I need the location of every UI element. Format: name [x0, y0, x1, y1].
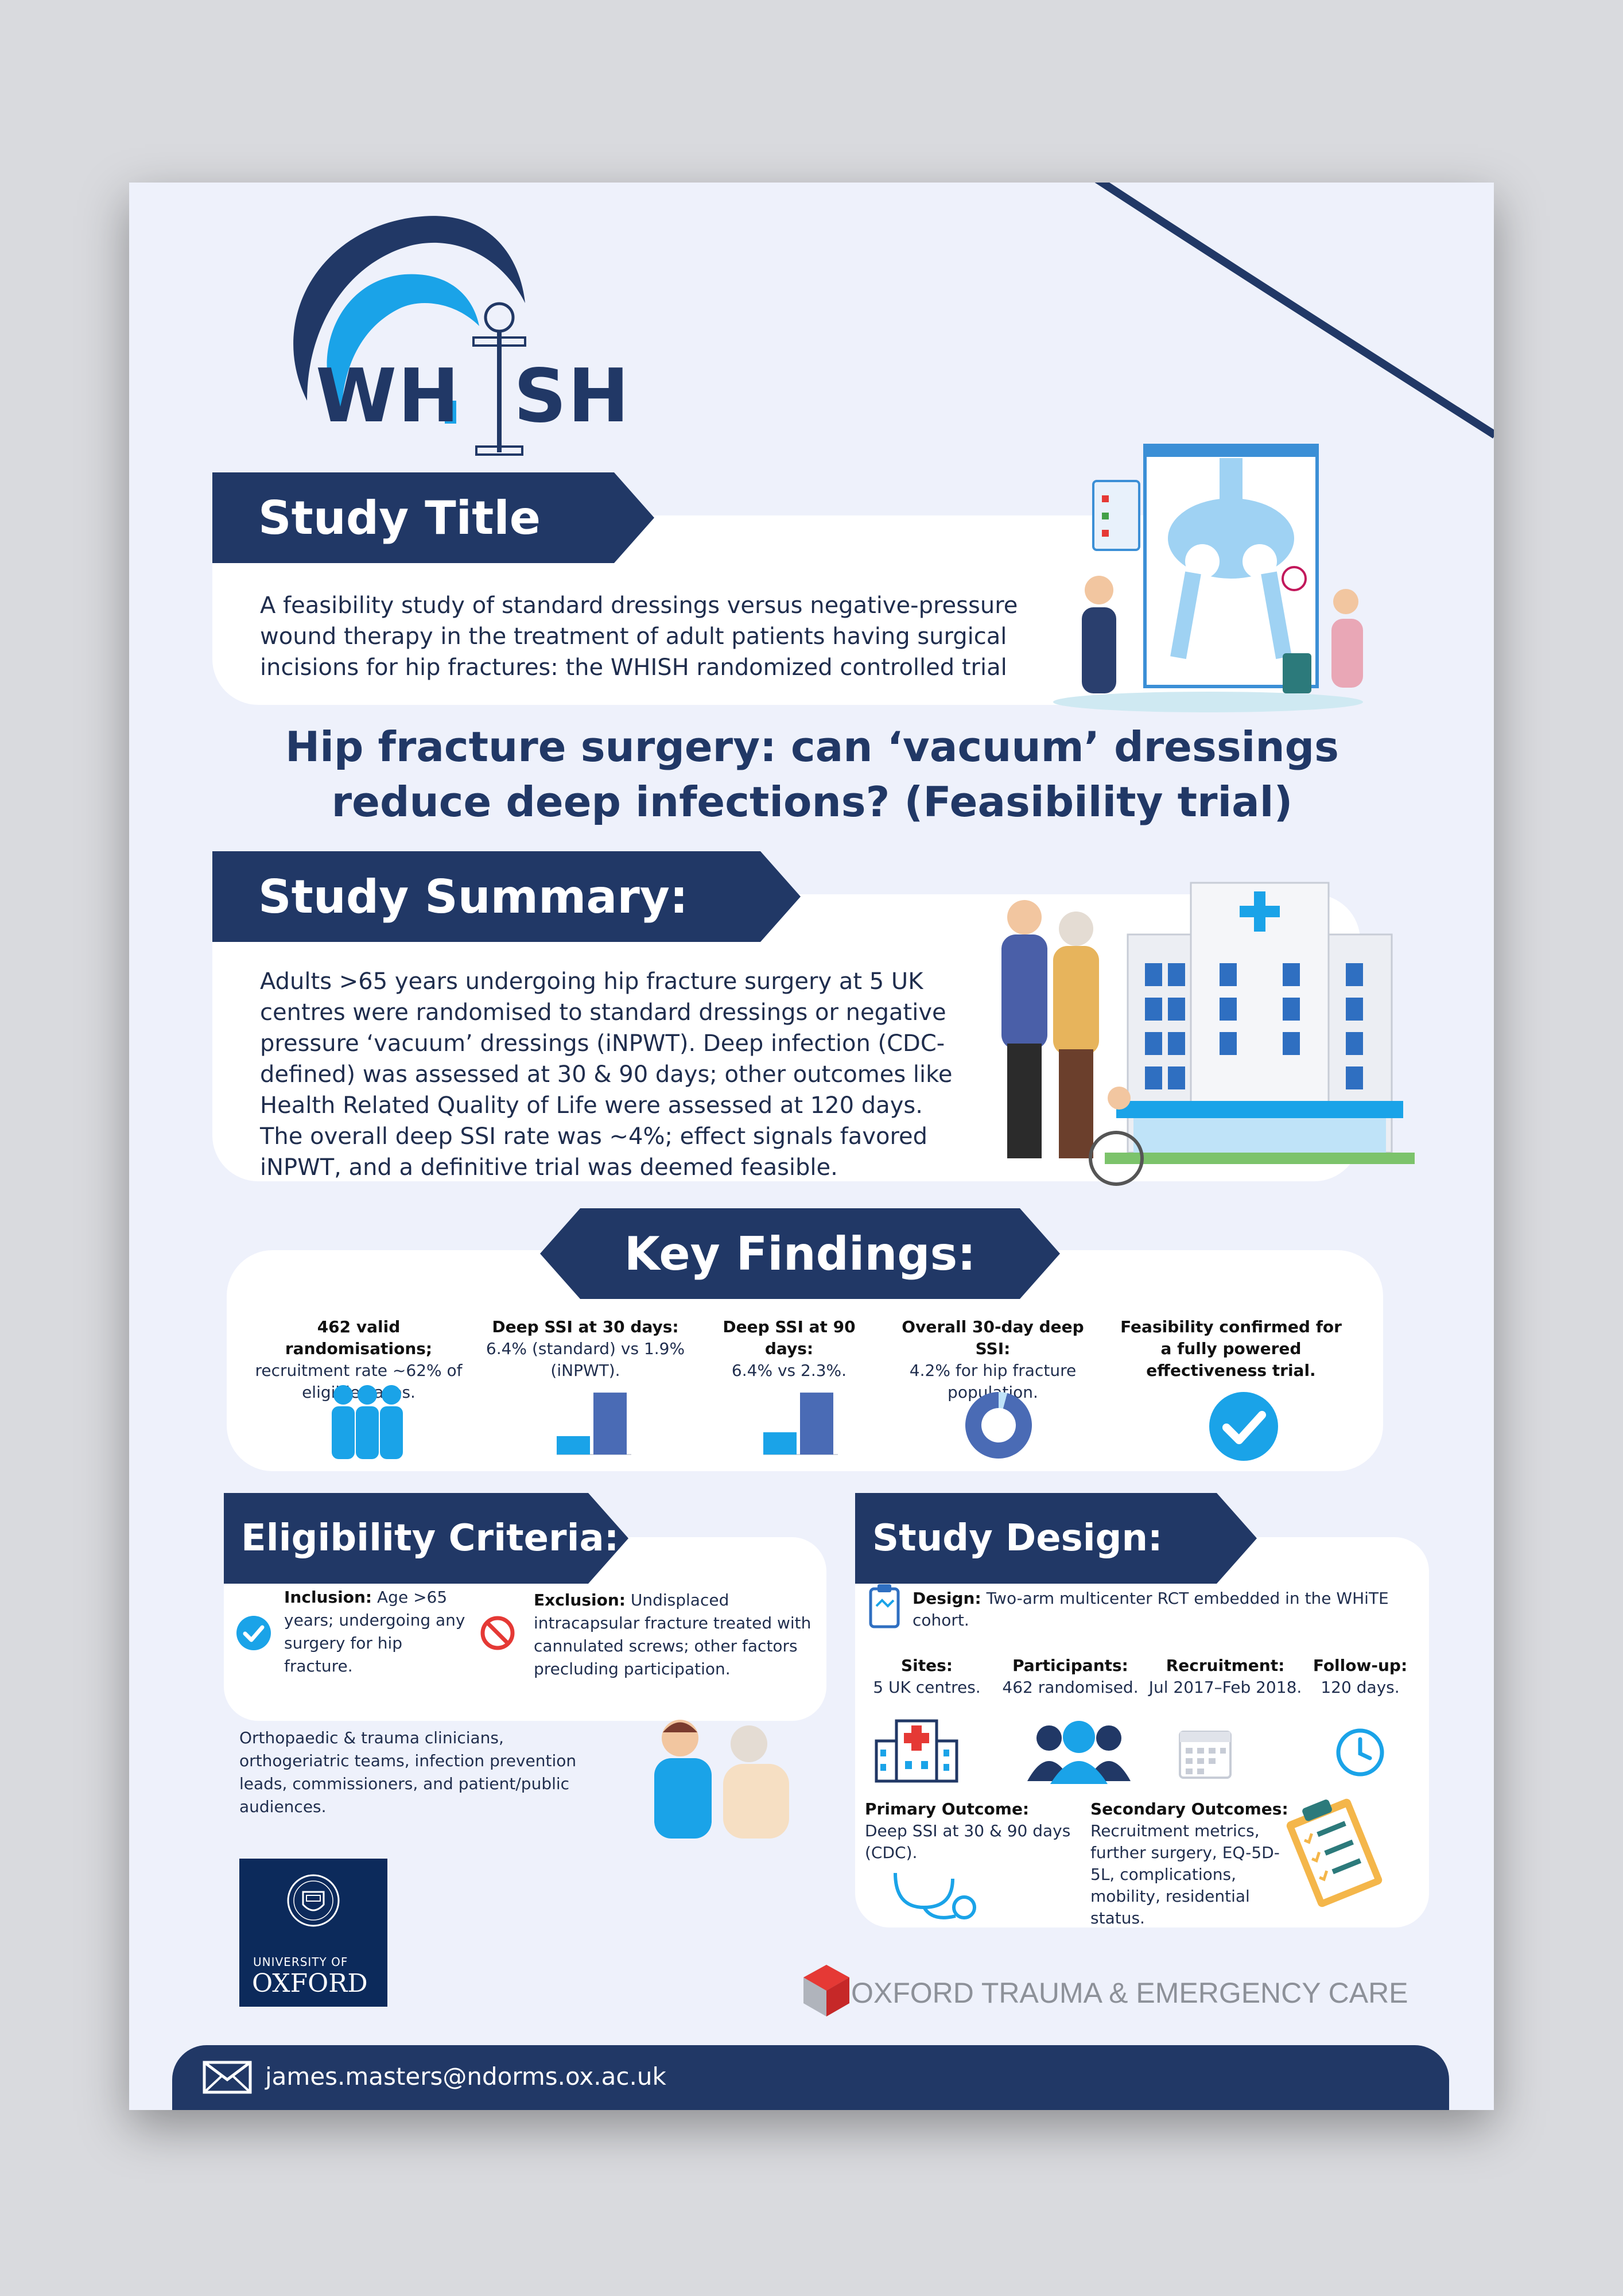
overall-ssi-donut-chart: [965, 1392, 1032, 1459]
study-title-heading: Study Title: [212, 472, 654, 563]
primary-outcome-text: Deep SSI at 30 & 90 days (CDC).: [865, 1821, 1071, 1862]
oxford-line1: UNIVERSITY OF: [253, 1955, 348, 1969]
bar: [593, 1393, 627, 1455]
oxford-line2: OXFORD: [252, 1969, 368, 1998]
inclusion-detail: Age >65 years; undergoing any surgery fo…: [284, 1588, 465, 1676]
stat-sites: Sites: 5 UK centres.: [858, 1655, 996, 1698]
stat-participants: Participants: 462 randomised.: [990, 1655, 1151, 1698]
finding-title: Feasibility confirmed for a fully powere…: [1120, 1317, 1342, 1380]
finding-randomisations: 462 valid randomisations; recruitment ra…: [250, 1316, 468, 1403]
checkmark-icon: [1209, 1392, 1278, 1461]
exclusion-text: Exclusion: Undisplaced intracapsular fra…: [534, 1589, 821, 1681]
xray-illustration: [1053, 444, 1363, 712]
secondary-outcomes-text: Recruitment metrics, further surgery, EQ…: [1090, 1821, 1280, 1927]
ssi-30-bar-chart: [557, 1393, 631, 1455]
logo-text-left: WH: [316, 354, 461, 439]
eligibility-heading: Eligibility Criteria:: [224, 1493, 628, 1584]
stat-value: Jul 2017–Feb 2018.: [1148, 1678, 1302, 1697]
stat-value: 120 days.: [1321, 1678, 1400, 1697]
finding-overall-ssi: Overall 30-day deep SSI: 4.2% for hip fr…: [887, 1316, 1099, 1403]
finding-title: Deep SSI at 30 days:: [492, 1317, 679, 1336]
inclusion-check-icon: [236, 1616, 271, 1650]
hospital-building-icon: [875, 1719, 958, 1783]
stat-label: Recruitment:: [1166, 1656, 1285, 1675]
key-findings-heading: Key Findings:: [540, 1208, 1060, 1299]
pie-slice: [999, 1392, 1008, 1409]
primary-outcome: Primary Outcome: Deep SSI at 30 & 90 day…: [865, 1798, 1071, 1864]
stat-label: Sites:: [900, 1656, 953, 1675]
logo-text-right: SH: [514, 354, 631, 439]
pie-slice: [965, 1392, 1032, 1459]
hospital-illustration: [1001, 882, 1415, 1186]
study-summary-heading: Study Summary:: [212, 851, 801, 942]
calendar-icon: [1179, 1731, 1232, 1779]
study-design-heading: Study Design:: [855, 1493, 1257, 1584]
stat-follow-up: Follow-up: 120 days.: [1300, 1655, 1420, 1698]
finding-title: Overall 30-day deep SSI:: [902, 1317, 1084, 1358]
design-text: Design: Two-arm multicenter RCT embedded…: [913, 1588, 1406, 1631]
participants-group-icon: [1027, 1721, 1131, 1784]
secondary-outcomes: Secondary Outcomes: Recruitment metrics,…: [1090, 1798, 1291, 1929]
audience-text: Orthopaedic & trauma clinicians, orthoge…: [239, 1728, 577, 1816]
nurse-patient-illustration: [654, 1720, 789, 1839]
stat-label: Participants:: [1012, 1656, 1128, 1675]
finding-ssi-30: Deep SSI at 30 days: 6.4% (standard) vs …: [485, 1316, 686, 1382]
envelope-icon: [203, 2061, 252, 2094]
finding-feasibility: Feasibility confirmed for a fully powere…: [1116, 1316, 1346, 1382]
headline: Hip fracture surgery: can ‘vacuum’ dress…: [285, 723, 1339, 826]
stat-value: 5 UK centres.: [873, 1678, 981, 1697]
stethoscope-icon: [894, 1872, 976, 1919]
bar: [800, 1393, 833, 1455]
design-document-icon: [869, 1584, 900, 1628]
otec-text: OXFORD TRAUMA & EMERGENCY CARE: [851, 1977, 1408, 2009]
exclusion-label: Exclusion:: [534, 1591, 626, 1609]
clock-icon: [1336, 1728, 1384, 1777]
study-title-text: A feasibility study of standard dressing…: [260, 592, 1018, 681]
ssi-90-bar-chart: [763, 1393, 838, 1455]
otec-cube-icon: [803, 1965, 849, 2016]
whish-logo: WH SH: [273, 194, 646, 470]
oxford-crest-icon: [287, 1874, 340, 1927]
decorative-line: [1094, 183, 1494, 439]
finding-title: Deep SSI at 90 days:: [723, 1317, 856, 1358]
primary-outcome-label: Primary Outcome:: [865, 1799, 1030, 1818]
design-detail: Two-arm multicenter RCT embedded in the …: [913, 1589, 1389, 1630]
inclusion-text: Inclusion: Age >65 years; undergoing any…: [284, 1586, 473, 1678]
finding-body: 6.4% vs 2.3%.: [731, 1361, 847, 1380]
study-summary-text: Adults >65 years undergoing hip fracture…: [260, 968, 953, 1181]
stat-recruitment: Recruitment: Jul 2017–Feb 2018.: [1142, 1655, 1309, 1698]
finding-ssi-90: Deep SSI at 90 days: 6.4% vs 2.3%.: [697, 1316, 881, 1382]
people-group-icon: [332, 1385, 403, 1459]
secondary-outcomes-label: Secondary Outcomes:: [1090, 1799, 1288, 1818]
footer-bar: [172, 2045, 1449, 2110]
bar: [557, 1436, 590, 1455]
exclusion-detail: Undisplaced intracapsular fracture treat…: [534, 1591, 812, 1678]
stat-label: Follow-up:: [1313, 1656, 1408, 1675]
bar: [763, 1432, 797, 1455]
inclusion-label: Inclusion:: [284, 1588, 372, 1607]
clipboard-checklist-icon: [1286, 1798, 1383, 1907]
design-label: Design:: [913, 1589, 981, 1608]
poster: WH SH Study Title A feasibility study of…: [129, 183, 1494, 2110]
logo-graphic: [293, 216, 526, 456]
exclusion-prohibited-icon: [480, 1616, 515, 1650]
finding-body: 6.4% (standard) vs 1.9% (iNPWT).: [486, 1339, 685, 1380]
footer-email[interactable]: james.masters@ndorms.ox.ac.uk: [265, 2062, 666, 2091]
university-of-oxford-logo: UNIVERSITY OF OXFORD: [239, 1859, 387, 2007]
finding-title: 462 valid randomisations;: [285, 1317, 433, 1358]
stat-value: 462 randomised.: [1002, 1678, 1139, 1697]
